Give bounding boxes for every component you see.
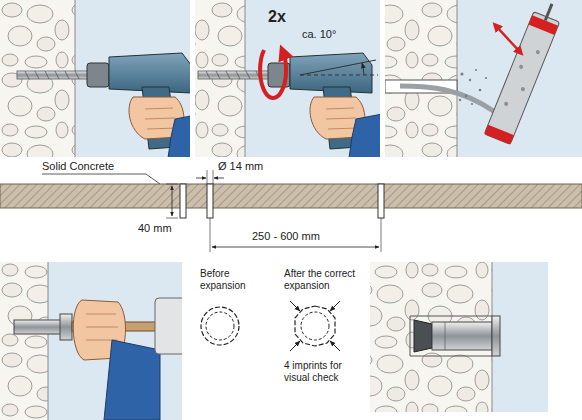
illustration-part bbox=[155, 298, 182, 354]
illustration-part bbox=[496, 26, 520, 52]
dimension-label: 40 mm bbox=[138, 222, 182, 235]
illustration-part bbox=[86, 314, 118, 340]
illustration-part bbox=[48, 262, 49, 420]
illustration-part bbox=[201, 307, 239, 345]
illustration-part bbox=[520, 87, 525, 92]
illustration-part bbox=[485, 77, 487, 79]
reaming-panel bbox=[195, 0, 380, 157]
illustration-part bbox=[370, 262, 548, 412]
illustration-part bbox=[290, 301, 300, 311]
illustration-part bbox=[14, 320, 64, 334]
illustration-part bbox=[445, 322, 446, 350]
concrete-section bbox=[0, 170, 582, 252]
note-label: 4 imprints for visual check bbox=[284, 360, 368, 383]
illustration-part bbox=[206, 312, 234, 340]
illustration-part bbox=[370, 262, 492, 412]
set-anchor-panel bbox=[370, 262, 548, 412]
illustration-part bbox=[213, 170, 214, 184]
illustration-part bbox=[459, 69, 487, 105]
illustration-part bbox=[300, 60, 376, 75]
expansion-check bbox=[201, 301, 340, 351]
illustration-part bbox=[410, 316, 492, 356]
illustration-part bbox=[385, 0, 582, 157]
illustration-part bbox=[180, 184, 186, 218]
drilling-panel bbox=[0, 0, 190, 157]
state-label: Before expansion bbox=[200, 268, 256, 291]
illustration-part bbox=[400, 86, 495, 112]
angle-label: ca. 10° bbox=[302, 28, 362, 41]
illustration-part bbox=[290, 341, 300, 351]
hammer-panel bbox=[0, 262, 182, 420]
illustration-part bbox=[295, 306, 335, 346]
illustration-part bbox=[166, 184, 178, 185]
illustration-part bbox=[196, 178, 206, 179]
illustration-part bbox=[385, 0, 457, 157]
blow-out-panel bbox=[385, 0, 582, 157]
illustration-part bbox=[504, 101, 509, 106]
illustration-part bbox=[519, 64, 524, 69]
illustration-part bbox=[484, 125, 514, 145]
illustration-part bbox=[378, 184, 384, 218]
illustration-part bbox=[301, 312, 329, 340]
dimension-label: Ø 14 mm bbox=[218, 160, 278, 173]
illustration-part bbox=[214, 178, 224, 179]
illustration-part bbox=[484, 12, 559, 145]
illustration-part bbox=[330, 341, 340, 351]
illustration-part bbox=[166, 218, 178, 219]
illustration-part bbox=[432, 322, 492, 350]
illustration-part bbox=[484, 0, 565, 144]
illustration-part bbox=[210, 218, 211, 252]
illustration-part bbox=[471, 103, 473, 105]
illustration-part bbox=[479, 89, 482, 92]
dimension-label: 250 - 600 mm bbox=[252, 230, 352, 243]
illustration-part bbox=[381, 218, 382, 252]
illustration-part bbox=[212, 247, 379, 248]
illustration-part bbox=[260, 50, 286, 98]
illustration-part bbox=[207, 184, 213, 218]
state-label: After the correct expansion bbox=[284, 268, 380, 291]
illustration-part bbox=[457, 0, 458, 157]
illustration-part bbox=[459, 99, 461, 101]
illustration-part bbox=[528, 15, 558, 35]
illustration-part bbox=[492, 316, 500, 356]
illustration-part bbox=[0, 184, 582, 208]
illustration-part bbox=[545, 4, 552, 21]
rotation-count: 2x bbox=[268, 8, 302, 26]
illustration-part bbox=[42, 174, 160, 184]
illustration-part bbox=[475, 69, 477, 71]
illustration-part bbox=[465, 95, 468, 98]
illustration-part bbox=[414, 320, 432, 352]
illustration-part bbox=[198, 53, 380, 157]
illustration-part bbox=[104, 340, 160, 420]
illustration-part bbox=[362, 63, 364, 75]
illustration-part bbox=[207, 170, 208, 184]
illustration-part bbox=[535, 49, 540, 54]
illustration-part bbox=[461, 73, 464, 76]
material-label: Solid Concrete bbox=[42, 160, 142, 173]
illustration-part bbox=[300, 75, 378, 76]
illustration-part bbox=[60, 314, 72, 340]
illustration-part bbox=[17, 53, 190, 157]
illustration-part bbox=[0, 262, 48, 420]
illustration-part bbox=[172, 186, 173, 216]
illustration-part bbox=[330, 301, 340, 311]
illustration-part bbox=[469, 79, 471, 81]
